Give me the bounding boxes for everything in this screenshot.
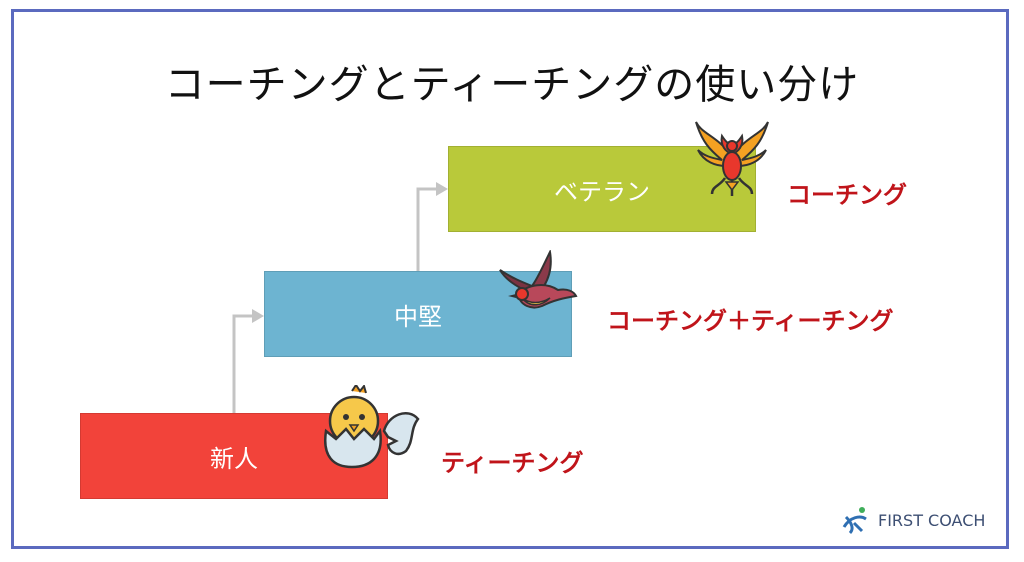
page-title: コーチングとティーチングの使い分け [164, 62, 860, 108]
method-label-mid: コーチング＋ティーチング [607, 307, 894, 335]
phoenix-icon [695, 121, 769, 196]
swallow-icon [499, 250, 578, 309]
connector-newbie-to-mid [232, 314, 254, 413]
method-label-veteran: コーチング [787, 181, 907, 209]
connector-mid-to-veteran [416, 187, 438, 271]
brand-logo: FIRST COACH [840, 505, 985, 535]
logo-text: FIRST COACH [878, 510, 986, 530]
stage-label-veteran: ベテラン [554, 177, 650, 206]
hatching-chick-icon [323, 385, 420, 469]
stage-label-mid: 中堅 [394, 302, 442, 331]
method-label-newbie: ティーチング [441, 449, 584, 477]
stage-label-newbie: 新人 [210, 444, 258, 473]
stage-box-mid: 中堅 [264, 271, 572, 357]
runner-logo-icon [842, 507, 867, 535]
stage-box-veteran: ベテラン [448, 146, 756, 232]
arrowhead-mid-icon [252, 309, 264, 323]
arrowhead-veteran-icon [436, 182, 448, 196]
